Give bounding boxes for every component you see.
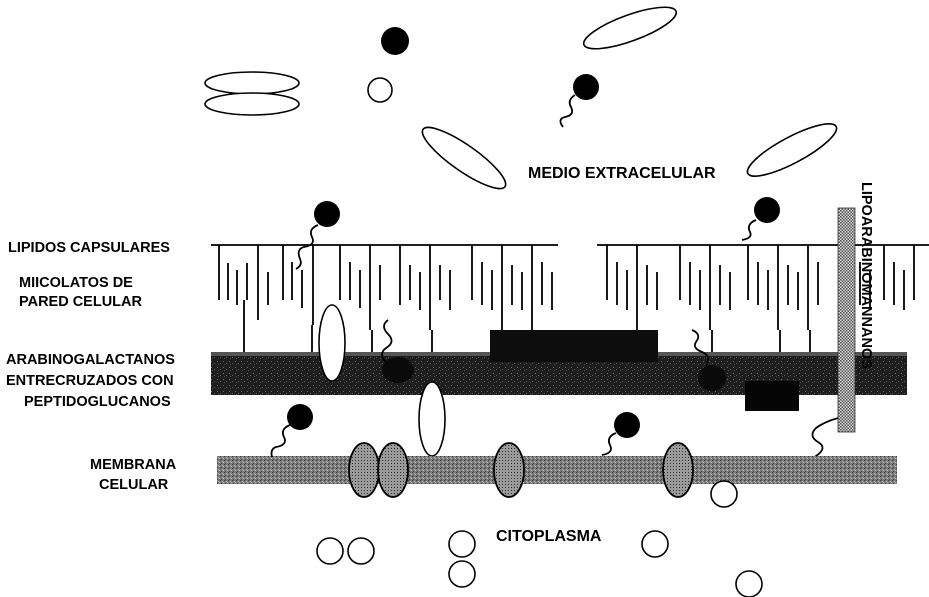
label-lipoarabinomannanos: LIPOARABINOMANNANOS (858, 182, 874, 369)
oval-molecule (205, 93, 299, 115)
black-sphere (381, 27, 409, 55)
surface-glycolipids (296, 197, 780, 269)
membrane-glycolipids (272, 404, 641, 457)
cell-membrane (217, 404, 897, 497)
label-arabino-3: PEPTIDOGLUCANOS (24, 394, 171, 410)
arabinogalactan-band (211, 305, 907, 456)
extracellular-molecules (205, 0, 842, 197)
label-micolatos-2: PARED CELULAR (19, 294, 143, 310)
label-citoplasma: CITOPLASMA (496, 528, 602, 545)
label-micolatos-1: MIICOLATOS DE (19, 275, 133, 291)
oval-molecule (205, 72, 299, 94)
label-arabino-1: ARABINOGALACTANOS (6, 352, 175, 368)
label-medio-extracelular: MEDIO EXTRACELULAR (528, 165, 716, 182)
oval-molecule (416, 119, 513, 198)
lipoarabinomannan-pillar (811, 208, 855, 468)
label-lipidos-capsulares: LIPIDOS CAPSULARES (8, 240, 170, 256)
label-arabino-2: ENTRECRUZADOS CON (6, 373, 174, 389)
oval-molecule (580, 0, 681, 57)
lipid-tail (560, 95, 575, 127)
label-membrana-1: MEMBRANA (90, 457, 177, 473)
white-sphere (368, 78, 392, 102)
black-sphere (573, 74, 599, 100)
oval-molecule (742, 115, 843, 185)
label-membrana-2: CELULAR (99, 477, 169, 493)
